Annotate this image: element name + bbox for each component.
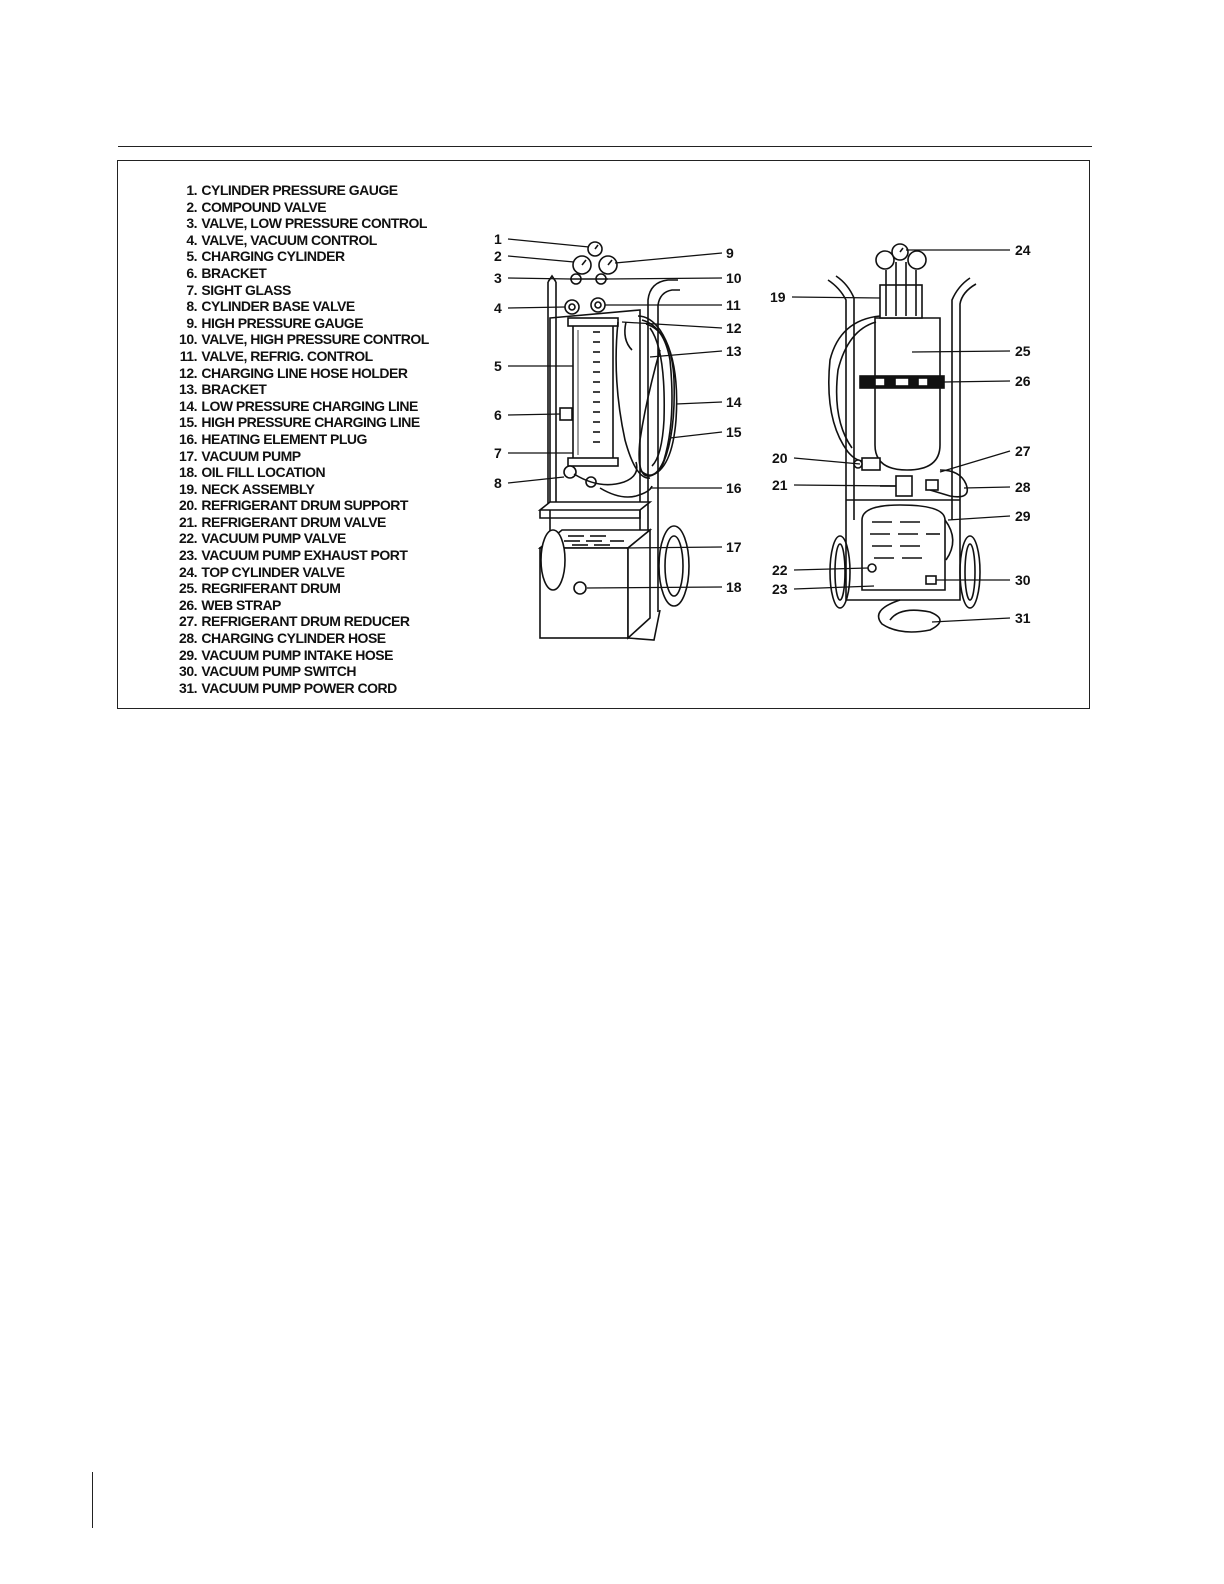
callout-17: 17 — [726, 539, 742, 555]
callout-13: 13 — [726, 343, 742, 359]
legend-item: 19. NECK ASSEMBLY — [179, 480, 315, 497]
rear-view-illustration — [827, 243, 981, 633]
callout-16: 16 — [726, 480, 742, 496]
callout-5: 5 — [494, 358, 502, 374]
margin-bar — [92, 1472, 93, 1528]
callout-29: 29 — [1015, 508, 1031, 524]
legend-item: 7. SIGHT GLASS — [186, 281, 291, 298]
callout-24: 24 — [1015, 242, 1031, 258]
legend-item: 29. VACUUM PUMP INTAKE HOSE — [179, 646, 393, 663]
legend-item: 16. HEATING ELEMENT PLUG — [179, 430, 367, 447]
callout-25: 25 — [1015, 343, 1031, 359]
legend-item: 2. COMPOUND VALVE — [186, 198, 327, 215]
legend-item: 11. VALVE, REFRIG. CONTROL — [179, 347, 373, 364]
callout-12: 12 — [726, 320, 742, 336]
callout-11: 11 — [726, 297, 741, 313]
callout-19: 19 — [770, 289, 786, 305]
callout-21: 21 — [772, 477, 788, 493]
callout-23: 23 — [772, 581, 788, 597]
legend-item: 15. HIGH PRESSURE CHARGING LINE — [179, 414, 420, 431]
legend-item: 8. CYLINDER BASE VALVE — [186, 298, 355, 315]
legend-item: 1. CYLINDER PRESSURE GAUGE — [186, 182, 398, 198]
callout-30: 30 — [1015, 572, 1031, 588]
callout-27: 27 — [1015, 443, 1031, 459]
legend-item: 14. LOW PRESSURE CHARGING LINE — [179, 397, 418, 414]
figure-frame — [117, 160, 1090, 709]
callout-31: 31 — [1015, 610, 1031, 626]
callout-26: 26 — [1015, 373, 1031, 389]
legend-item: 28. CHARGING CYLINDER HOSE — [179, 630, 386, 647]
legend-item: 30. VACUUM PUMP SWITCH — [179, 663, 356, 680]
rear-view-leader-lines — [791, 249, 1011, 623]
legend-item: 12. CHARGING LINE HOSE HOLDER — [179, 364, 408, 381]
legend-item: 22. VACUUM PUMP VALVE — [179, 530, 346, 547]
top-rule — [118, 146, 1092, 147]
legend-item: 5. CHARGING CYLINDER — [186, 248, 345, 265]
legend-item: 20. REFRIGERANT DRUM SUPPORT — [179, 497, 408, 514]
legend-item: 24. TOP CYLINDER VALVE — [179, 563, 345, 580]
callout-1: 1 — [494, 231, 502, 247]
front-view-illustration — [537, 241, 690, 641]
callout-9: 9 — [726, 245, 734, 261]
callout-7: 7 — [494, 445, 502, 461]
legend-item: 10. VALVE, HIGH PRESSURE CONTROL — [179, 331, 429, 348]
callout-28: 28 — [1015, 479, 1031, 495]
legend-item: 27. REFRIGERANT DRUM REDUCER — [179, 613, 410, 630]
callout-18: 18 — [726, 579, 742, 595]
legend-item: 18. OIL FILL LOCATION — [179, 464, 326, 481]
callout-3: 3 — [494, 270, 502, 286]
legend-item: 9. HIGH PRESSURE GAUGE — [186, 314, 364, 331]
legend-item: 17. VACUUM PUMP — [179, 447, 301, 464]
legend-item: 23. VACUUM PUMP EXHAUST PORT — [179, 547, 408, 564]
legend-item: 25. REGRIFERANT DRUM — [179, 580, 341, 597]
callout-20: 20 — [772, 450, 788, 466]
callout-22: 22 — [772, 562, 788, 578]
legend-item: 31. VACUUM PUMP POWER CORD — [179, 679, 397, 696]
parts-legend: 1. CYLINDER PRESSURE GAUGE 2. COMPOUND V… — [160, 182, 429, 696]
legend-item: 26. WEB STRAP — [179, 596, 281, 613]
callout-15: 15 — [726, 424, 742, 440]
legend-item: 21. REFRIGERANT DRUM VALVE — [179, 513, 386, 530]
legend-item: 6. BRACKET — [186, 264, 267, 281]
front-view-leader-lines — [507, 238, 723, 589]
callout-14: 14 — [726, 394, 742, 410]
legend-item: 3. VALVE, LOW PRESSURE CONTROL — [186, 215, 427, 232]
callout-2: 2 — [494, 248, 502, 264]
legend-item: 13. BRACKET — [179, 381, 267, 398]
callout-10: 10 — [726, 270, 742, 286]
callout-8: 8 — [494, 475, 502, 491]
legend-item: 4. VALVE, VACUUM CONTROL — [186, 231, 377, 248]
callout-4: 4 — [494, 300, 502, 316]
callout-6: 6 — [494, 407, 502, 423]
